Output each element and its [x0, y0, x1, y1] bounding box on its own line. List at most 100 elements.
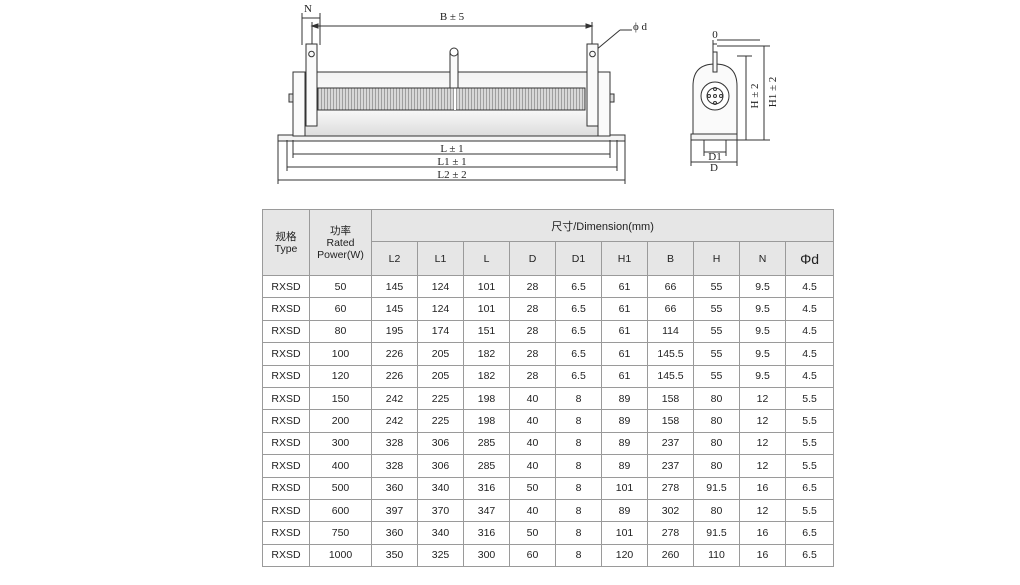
cell-value: 80 [693, 454, 740, 478]
b-arrow-left [310, 23, 319, 29]
cell-value: 4.5 [784, 297, 835, 321]
cell-value: 205 [417, 342, 464, 366]
cell-value: 89 [601, 431, 648, 456]
cell-value: 101 [601, 476, 648, 500]
label-d1: D1 [708, 151, 721, 163]
cell-type: RXSD [262, 386, 310, 411]
header-col-h: H [693, 241, 740, 276]
cell-value: 110 [693, 543, 740, 568]
cell-value: 260 [647, 543, 694, 568]
left-nut [288, 93, 294, 103]
cell-value: 55 [693, 364, 740, 388]
coil-winding [317, 87, 586, 111]
cell-value: 8 [555, 386, 602, 411]
cell-value: 8 [555, 454, 602, 478]
label-h1: H1 ± 2 [767, 77, 779, 107]
cell-value: 55 [693, 319, 740, 344]
cell-value: 145 [371, 297, 418, 321]
cell-power: 600 [309, 498, 372, 523]
cell-value: 306 [417, 454, 464, 478]
label-d: D [710, 162, 718, 174]
cell-value: 5.5 [784, 409, 835, 433]
cell-value: 12 [739, 454, 786, 478]
cell-value: 8 [555, 409, 602, 433]
cell-type: RXSD [262, 409, 310, 433]
cell-type: RXSD [262, 543, 310, 568]
cell-type: RXSD [262, 364, 310, 388]
cell-type: RXSD [262, 319, 310, 344]
cell-value: 60 [509, 543, 556, 568]
phi-leader [595, 29, 621, 51]
cell-value: 6.5 [784, 543, 835, 568]
cell-value: 6.5 [555, 342, 602, 366]
cell-value: 198 [463, 386, 510, 411]
left-end-bracket [292, 71, 306, 137]
cell-value: 61 [601, 297, 648, 321]
cell-value: 370 [417, 498, 464, 523]
header-col-d: D [509, 241, 556, 276]
cell-value: 40 [509, 386, 556, 411]
cell-value: 347 [463, 498, 510, 523]
label-h: H ± 2 [749, 84, 761, 109]
side-hole-3 [719, 94, 723, 98]
cell-value: 16 [739, 521, 786, 545]
cell-value: 285 [463, 431, 510, 456]
cell-value: 237 [647, 431, 694, 456]
cell-value: 9.5 [739, 274, 786, 299]
cell-value: 4.5 [784, 274, 835, 299]
header-row-1: 规格 Type 功率 Rated Power(W) 尺寸/Dimension(m… [262, 209, 835, 276]
cell-value: 225 [417, 386, 464, 411]
cell-value: 205 [417, 364, 464, 388]
label-b: B ± 5 [440, 11, 465, 23]
cell-value: 4.5 [784, 342, 835, 366]
side-hole-4 [713, 101, 717, 105]
cell-value: 5.5 [784, 386, 835, 411]
cell-value: 120 [601, 543, 648, 568]
center-tap-top [449, 47, 459, 57]
cell-value: 66 [647, 274, 694, 299]
cell-value: 8 [555, 431, 602, 456]
cell-value: 9.5 [739, 297, 786, 321]
right-terminal-tab [586, 43, 599, 127]
cell-value: 101 [463, 297, 510, 321]
cell-value: 242 [371, 409, 418, 433]
cell-power: 60 [309, 297, 372, 321]
cell-value: 80 [693, 498, 740, 523]
cell-value: 360 [371, 476, 418, 500]
cell-value: 28 [509, 274, 556, 299]
cell-value: 101 [601, 521, 648, 545]
cell-value: 145.5 [647, 342, 694, 366]
cell-value: 12 [739, 386, 786, 411]
cell-value: 55 [693, 297, 740, 321]
cell-value: 40 [509, 498, 556, 523]
header-col-l: L [463, 241, 510, 276]
cell-value: 8 [555, 498, 602, 523]
cell-value: 40 [509, 409, 556, 433]
cell-value: 50 [509, 521, 556, 545]
cell-value: 242 [371, 386, 418, 411]
cell-value: 6.5 [784, 476, 835, 500]
cell-value: 316 [463, 476, 510, 500]
label-n: N [304, 3, 312, 15]
cell-value: 182 [463, 364, 510, 388]
label-l2: L2 ± 2 [437, 169, 466, 181]
cell-value: 340 [417, 521, 464, 545]
cell-value: 28 [509, 319, 556, 344]
cell-value: 55 [693, 342, 740, 366]
cell-value: 9.5 [739, 364, 786, 388]
header-col-phi-d: Φd [784, 241, 835, 276]
cell-power: 100 [309, 342, 372, 366]
cell-value: 61 [601, 364, 648, 388]
spec-table-head: 规格 Type 功率 Rated Power(W) 尺寸/Dimension(m… [262, 209, 835, 276]
cell-value: 80 [693, 431, 740, 456]
cell-value: 12 [739, 409, 786, 433]
cell-value: 89 [601, 498, 648, 523]
cell-value: 28 [509, 342, 556, 366]
side-base [690, 133, 738, 141]
